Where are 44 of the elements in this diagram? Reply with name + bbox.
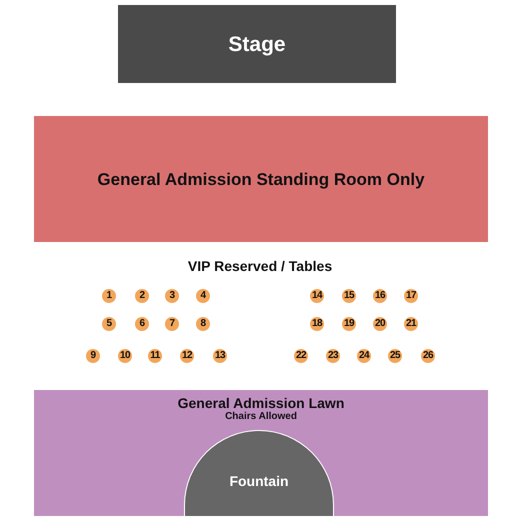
table-number: 4 xyxy=(199,289,207,303)
table-number: 12 xyxy=(180,349,194,363)
table-number: 8 xyxy=(199,317,207,331)
table-number: 5 xyxy=(105,317,113,331)
table-number: 11 xyxy=(149,349,161,363)
table-seat xyxy=(102,289,116,303)
table-seat xyxy=(196,317,210,331)
table-seat xyxy=(135,317,149,331)
table-number: 14 xyxy=(310,289,324,303)
section-name: General Admission Standing Room Only xyxy=(96,170,426,188)
table-seat xyxy=(165,289,179,303)
table-seat xyxy=(135,289,149,303)
table-number: 7 xyxy=(168,317,176,331)
table-seat xyxy=(196,289,210,303)
table-number: 10 xyxy=(118,349,132,363)
table-number: 20 xyxy=(374,317,386,331)
standing-room-section xyxy=(34,116,488,242)
table-number: 13 xyxy=(214,349,226,363)
table-number: 19 xyxy=(342,317,356,331)
table-seat xyxy=(165,317,179,331)
table-number: 3 xyxy=(168,289,176,303)
stage-area xyxy=(118,5,396,83)
table-number: 9 xyxy=(89,349,97,363)
section-note: Chairs Allowed xyxy=(224,410,298,424)
table-number: 1 xyxy=(105,289,113,303)
table-seat xyxy=(86,349,100,363)
table-number: 18 xyxy=(310,317,324,331)
table-number: 2 xyxy=(138,289,146,303)
table-number: 15 xyxy=(342,289,356,303)
section-name: Stage xyxy=(227,32,287,56)
table-number: 26 xyxy=(422,349,434,363)
table-number: 23 xyxy=(326,349,340,363)
section-name: Fountain xyxy=(228,473,290,489)
table-number: 22 xyxy=(294,349,308,363)
section-name: General Admission Lawn xyxy=(176,395,346,411)
table-number: 25 xyxy=(388,349,402,363)
table-number: 24 xyxy=(358,349,370,363)
lawn-section xyxy=(34,390,488,516)
table-number: 6 xyxy=(138,317,146,331)
table-number: 16 xyxy=(374,289,386,303)
table-seat xyxy=(102,317,116,331)
section-heading: VIP Reserved / Tables xyxy=(186,258,334,274)
table-number: 21 xyxy=(404,317,418,331)
table-number: 17 xyxy=(404,289,418,303)
